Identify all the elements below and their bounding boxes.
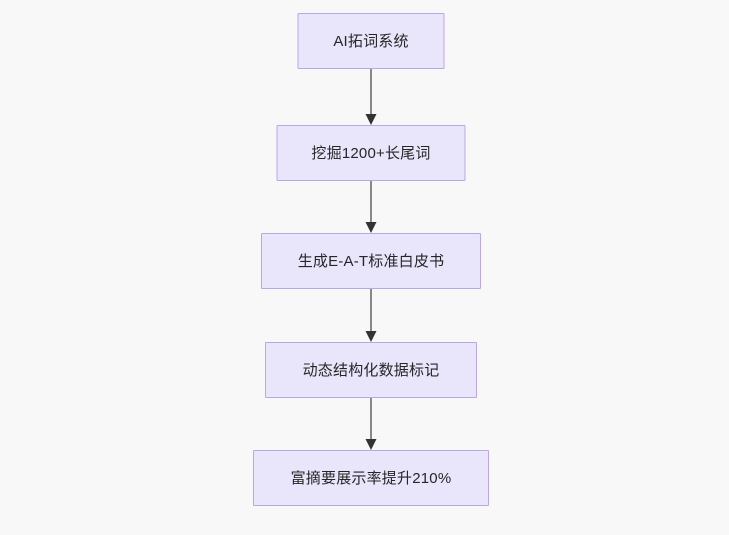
flow-edge-2-to-3: [365, 181, 377, 233]
flow-node-label: AI拓词系统: [333, 32, 409, 50]
arrowhead-icon: [365, 331, 377, 342]
flow-node-ai-keyword-system[interactable]: AI拓词系统: [297, 13, 445, 69]
arrowhead-icon: [365, 439, 377, 450]
flow-node-dynamic-structured-data-markup[interactable]: 动态结构化数据标记: [265, 342, 477, 398]
flow-edge-3-to-4: [365, 289, 377, 342]
flow-node-label: 挖掘1200+长尾词: [311, 144, 431, 162]
flow-node-generate-eat-whitepaper[interactable]: 生成E-A-T标准白皮书: [261, 233, 481, 289]
flow-node-rich-snippet-rate-increase[interactable]: 富摘要展示率提升210%: [253, 450, 489, 506]
flow-edge-1-to-2: [365, 69, 377, 125]
flow-node-label: 动态结构化数据标记: [302, 361, 440, 379]
flow-edge-4-to-5: [365, 398, 377, 450]
arrowhead-icon: [365, 114, 377, 125]
arrowhead-icon: [365, 222, 377, 233]
flow-node-label: 生成E-A-T标准白皮书: [297, 252, 445, 270]
flow-node-mine-longtail-keywords[interactable]: 挖掘1200+长尾词: [276, 125, 466, 181]
flow-node-label: 富摘要展示率提升210%: [290, 469, 452, 487]
